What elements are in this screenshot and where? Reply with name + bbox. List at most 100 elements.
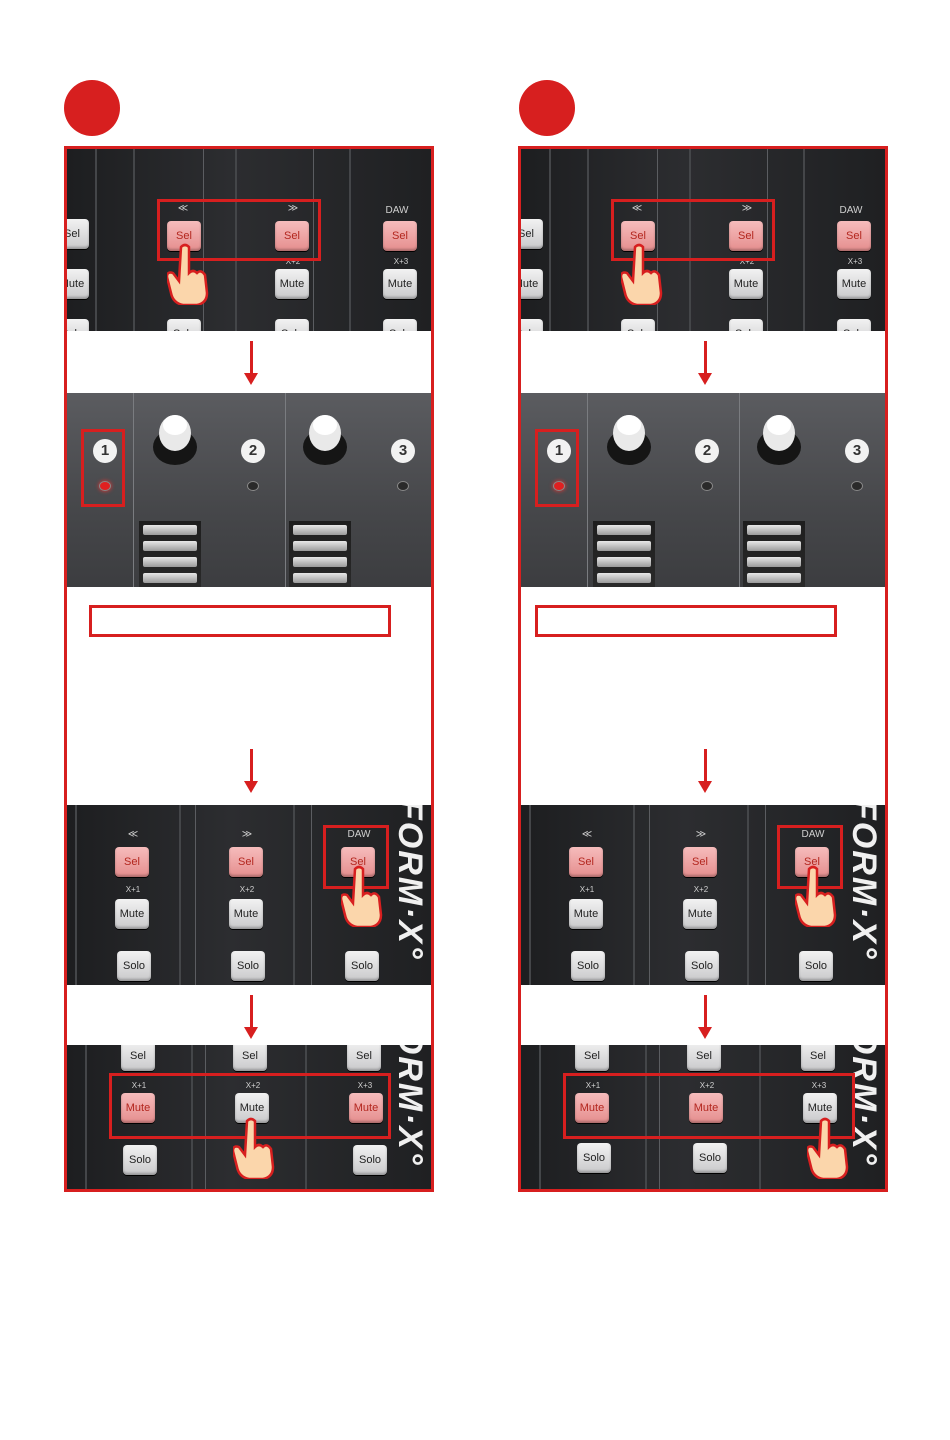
sel-button[interactable]: Sel [347,1045,381,1071]
mute-button[interactable]: Mute [383,269,417,299]
fader-handle[interactable] [593,521,655,587]
solo-button[interactable]: Solo [345,951,379,981]
pointing-hand-icon [341,865,383,927]
x3-label: X+3 [357,1081,373,1090]
solo-button[interactable]: Solo [383,319,417,331]
down-arrow-icon [244,995,258,1039]
mute-button[interactable]: Mute [729,269,763,299]
mute-button-lit[interactable]: Mute [349,1093,383,1123]
sel-button[interactable]: Sel [233,1045,267,1071]
brand-logo: FORM·X° [845,805,883,961]
solo-button[interactable]: Solo [799,951,833,981]
highlight-box [535,429,579,507]
rewind-label: ≪ [581,829,593,840]
pointing-hand-icon [233,1117,275,1179]
solo-button[interactable]: Solo [685,951,719,981]
solo-button[interactable]: Solo [353,1145,387,1175]
mute-button[interactable]: Mute [275,269,309,299]
pointing-hand-icon [167,243,209,305]
solo-button[interactable]: Solo [577,1143,611,1173]
forward-label: ≫ [741,203,753,214]
mute-button[interactable]: Mute [837,269,871,299]
solo-button[interactable]: Solo [117,951,151,981]
photo-mute-buttons: Sel Sel Sel X+1 X+2 X+3 Mute Mute Mute S… [521,1045,885,1189]
sel-button[interactable]: Sel [121,1045,155,1071]
solo-button[interactable]: Solo [837,319,871,331]
solo-button[interactable]: Solo [693,1143,727,1173]
sel-forward-button[interactable]: Sel [683,847,717,877]
sel-rewind-button[interactable]: Sel [569,847,603,877]
channel-number: 2 [241,439,265,463]
x3-label: X+3 [393,257,409,266]
forward-label: ≫ [695,829,707,840]
sel-daw-button[interactable]: Sel [837,221,871,251]
x2-label: X+2 [739,257,755,266]
solo-button[interactable]: Solo [729,319,763,331]
highlight-box [611,199,775,261]
daw-label: DAW [839,205,863,216]
sel-button[interactable]: Sel [67,219,89,249]
channel-number: 1 [547,439,571,463]
solo-button[interactable]: Solo [231,951,265,981]
mute-button-lit[interactable]: Mute [689,1093,723,1123]
fader-handle[interactable] [289,521,351,587]
step-marker-1 [64,80,120,136]
down-arrow-icon [698,749,712,793]
photo-channel-leds: 1 2 3 [67,393,431,587]
knob-icon [757,415,801,465]
solo-button[interactable]: Solo [521,319,543,331]
solo-button[interactable]: Solo [275,319,309,331]
solo-button[interactable]: Solo [123,1145,157,1175]
brand-logo: FORM·X° [391,1045,429,1167]
channel-number: 1 [93,439,117,463]
mute-button[interactable]: Mute [521,269,543,299]
mute-button-lit[interactable]: Mute [121,1093,155,1123]
forward-label: ≫ [241,829,253,840]
channel-led-on [99,481,111,491]
x1-label: X+1 [579,885,595,894]
mute-button[interactable]: Mute [115,899,149,929]
mute-button[interactable]: Mute [569,899,603,929]
knob-icon [303,415,347,465]
solo-button[interactable]: Solo [621,319,655,331]
highlight-box [157,199,321,261]
highlight-box [81,429,125,507]
solo-button[interactable]: Solo [167,319,201,331]
daw-label: DAW [347,829,371,840]
sel-daw-button[interactable]: Sel [383,221,417,251]
mute-button[interactable]: Mute [803,1093,837,1123]
x2-label: X+2 [285,257,301,266]
mute-button[interactable]: Mute [683,899,717,929]
rewind-label: ≪ [127,829,139,840]
photo-sel-buttons: ≪ ≫ DAW Sel Sel Sel Sel X+2 X+3 Mute Mut… [521,149,885,331]
sel-forward-button[interactable]: Sel [275,221,309,251]
sel-rewind-button[interactable]: Sel [115,847,149,877]
sel-forward-button[interactable]: Sel [729,221,763,251]
instruction-panel-2: ≪ ≫ DAW Sel Sel Sel Sel X+2 X+3 Mute Mut… [518,146,888,1192]
sel-button[interactable]: Sel [575,1045,609,1071]
sel-button[interactable]: Sel [687,1045,721,1071]
mute-button-lit[interactable]: Mute [575,1093,609,1123]
sel-button[interactable]: Sel [801,1045,835,1071]
mute-button[interactable]: Mute [229,899,263,929]
down-arrow-icon [244,749,258,793]
daw-label: DAW [385,205,409,216]
solo-button[interactable]: Solo [67,319,89,331]
channel-number: 2 [695,439,719,463]
text-placeholder-box [535,605,837,637]
pointing-hand-icon [621,243,663,305]
channel-number: 3 [845,439,869,463]
x2-label: X+2 [693,885,709,894]
pointing-hand-icon [807,1117,849,1179]
sel-button[interactable]: Sel [521,219,543,249]
fader-handle[interactable] [139,521,201,587]
photo-sel-buttons: ≪ ≫ DAW Sel Sel Sel Sel X+2 X+3 Mute Mut… [67,149,431,331]
fader-handle[interactable] [743,521,805,587]
mute-button[interactable]: Mute [67,269,89,299]
x3-label: X+3 [847,257,863,266]
step-marker-2 [519,80,575,136]
solo-button[interactable]: Solo [571,951,605,981]
sel-forward-button[interactable]: Sel [229,847,263,877]
x2-label: X+2 [239,885,255,894]
photo-daw-sel: ≪ ≫ DAW Sel Sel Sel X+1 X+2 Mute Mute So… [67,805,431,985]
